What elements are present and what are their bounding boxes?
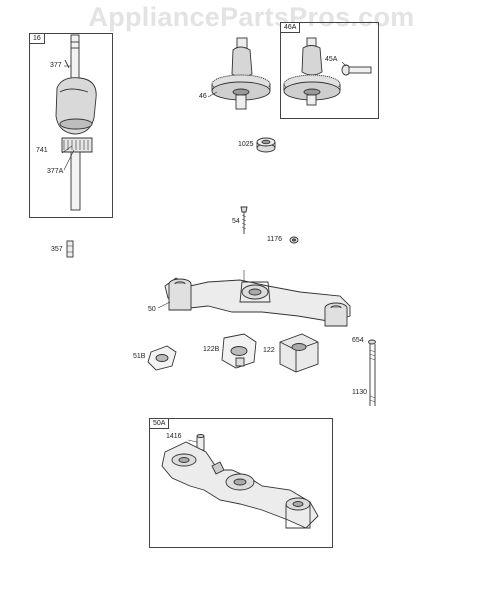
watermark: AppliancePartsPros.com — [88, 2, 415, 32]
label-377: 377 — [50, 62, 62, 69]
manifold-50-part — [157, 270, 351, 327]
crankshaft-box: 16 — [29, 33, 113, 218]
spacer-122-part — [279, 333, 319, 373]
label-1130: 1130 — [352, 389, 368, 396]
cam-gear-46A-part — [283, 37, 341, 106]
crankshaft-part — [55, 34, 97, 211]
gasket-122B-part — [221, 333, 257, 369]
label-377A: 377A — [47, 168, 64, 175]
manifold-50A-part — [161, 441, 319, 529]
nut-1176-part — [289, 236, 299, 244]
seal-1025-part — [256, 137, 276, 153]
label-1176: 1176 — [267, 236, 283, 243]
label-1025: 1025 — [238, 141, 254, 148]
gasket-51B-part — [147, 345, 177, 371]
cam-gear-46-part — [207, 37, 271, 110]
label-1416: 1416 — [166, 433, 182, 440]
box-label-16: 16 — [30, 34, 45, 44]
label-46: 46 — [199, 93, 207, 100]
box-label-50A: 50A — [150, 419, 170, 429]
label-741: 741 — [36, 147, 48, 154]
label-122B: 122B — [203, 346, 220, 353]
manifold-box: 50A — [149, 418, 333, 548]
camshaft-box: 46A — [280, 22, 379, 119]
screw-54-part — [240, 206, 248, 234]
label-654: 654 — [352, 337, 364, 344]
label-51B: 51B — [133, 353, 146, 360]
label-54: 54 — [232, 218, 240, 225]
label-122: 122 — [263, 347, 275, 354]
label-50: 50 — [148, 306, 156, 313]
label-357: 357 — [51, 246, 63, 253]
spacer-357-part — [66, 240, 74, 258]
label-45A: 45A — [325, 56, 338, 63]
box-label-46A: 46A — [281, 23, 301, 33]
stud-1130-part — [368, 339, 376, 406]
pin-45A-part — [341, 61, 372, 76]
